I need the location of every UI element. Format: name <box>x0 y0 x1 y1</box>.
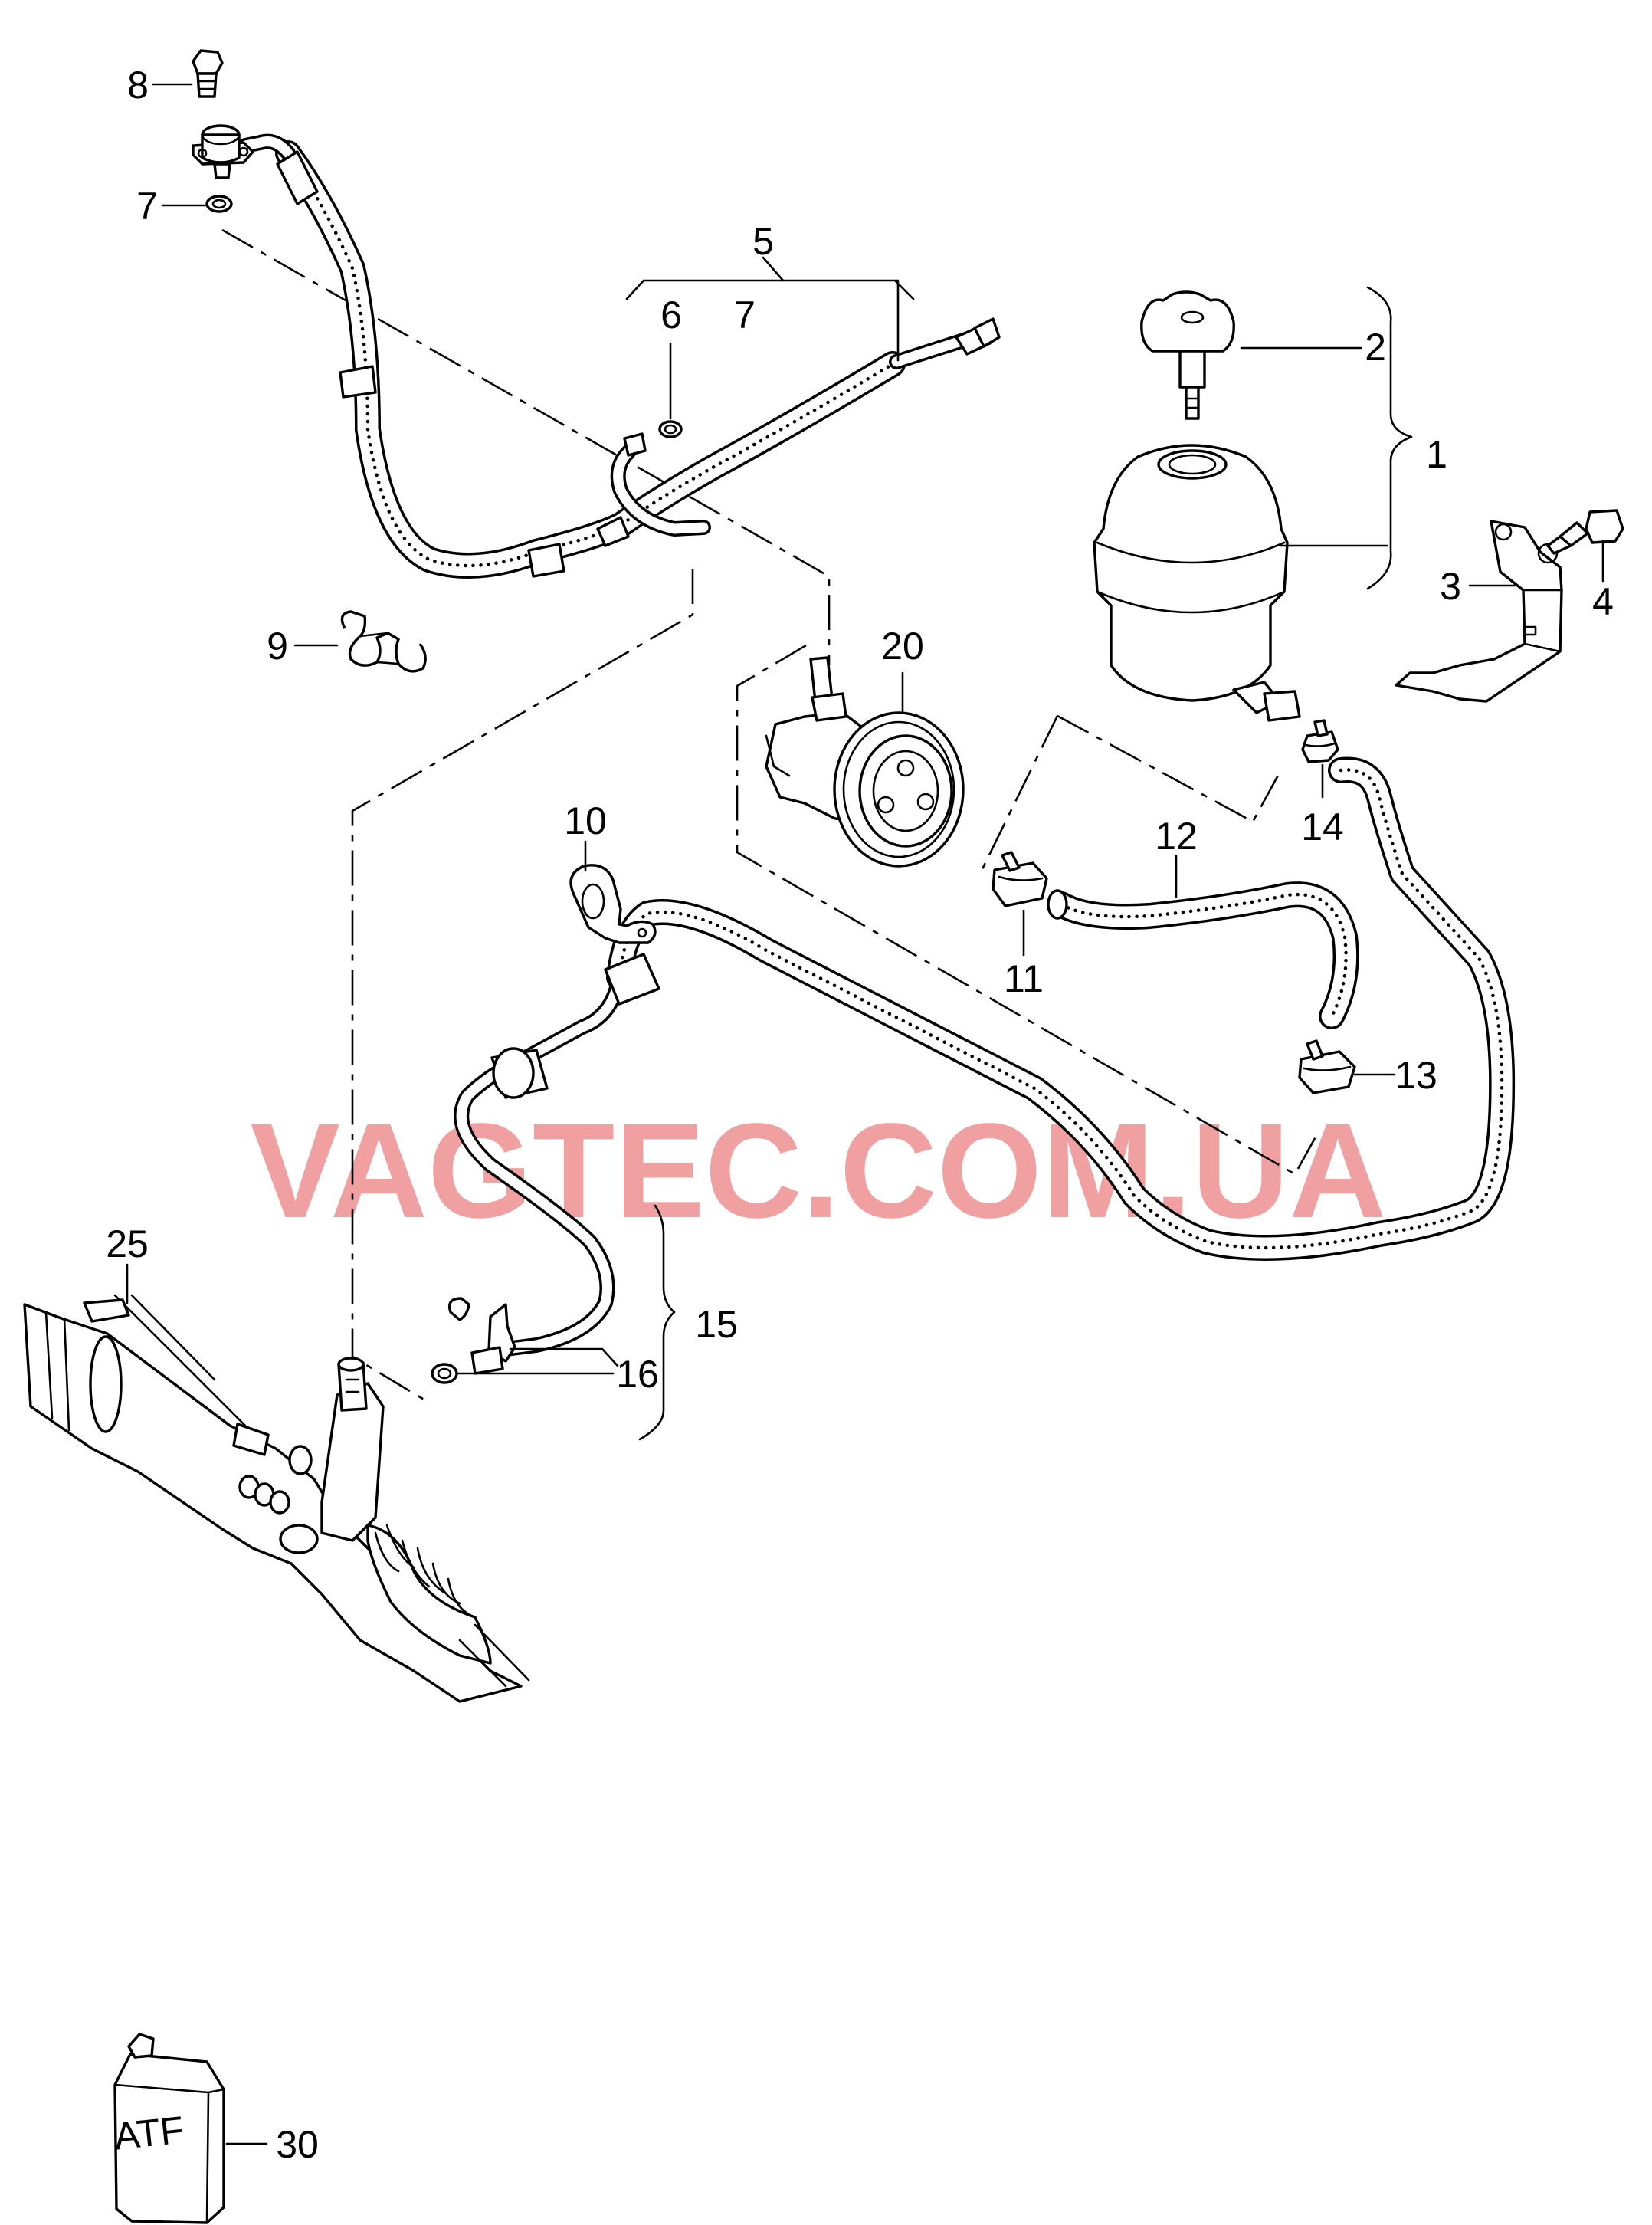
callout-13: 13 <box>1395 1054 1437 1097</box>
banjo-bolt <box>192 49 254 179</box>
seal-ring-16 <box>431 1363 458 1384</box>
pressure-hose <box>238 133 1001 579</box>
return-hose <box>606 756 1516 1261</box>
callout-9: 9 <box>267 625 288 668</box>
spring-clamp-13 <box>1298 1039 1356 1094</box>
banjo-bolt-icon <box>192 49 224 75</box>
callout-30: 30 <box>276 2123 319 2166</box>
leader-lines <box>126 83 1604 2145</box>
callout-2: 2 <box>1365 326 1386 369</box>
seal-ring-6 <box>658 420 683 438</box>
reservoir-icon <box>1093 444 1289 702</box>
bolt <box>1546 509 1624 555</box>
reservoir-cap <box>1140 290 1235 420</box>
callout-10: 10 <box>564 799 607 842</box>
callout-11: 11 <box>1004 957 1044 1000</box>
spring-clamp-11 <box>992 851 1048 907</box>
seal-ring-7 <box>205 195 233 213</box>
callout-16: 16 <box>616 1353 659 1396</box>
callout-7-top: 7 <box>734 294 756 336</box>
bracket <box>1395 520 1563 703</box>
callout-1: 1 <box>1426 433 1447 476</box>
spring-clamp-icon <box>992 861 1048 907</box>
callout-3: 3 <box>1440 565 1461 608</box>
group-brackets <box>625 256 1413 1441</box>
watermark: VAGTEC.COM.UA <box>251 1096 1387 1246</box>
callout-7-left: 7 <box>136 185 158 228</box>
container-label: ATF <box>112 2108 185 2158</box>
callout-14: 14 <box>1301 806 1344 848</box>
callout-15: 15 <box>695 1303 738 1346</box>
suction-hose <box>1047 881 1359 1029</box>
steering-rack <box>23 1294 530 1703</box>
callout-5: 5 <box>752 220 774 263</box>
callout-6: 6 <box>660 294 682 336</box>
callout-4: 4 <box>1592 580 1614 623</box>
callout-12: 12 <box>1155 815 1198 858</box>
assembly-lines <box>221 228 1319 1404</box>
return-line <box>447 953 660 1375</box>
power-steering-pump <box>765 656 965 868</box>
bracket-icon <box>1395 520 1563 703</box>
bolt-icon <box>1585 509 1624 544</box>
spring-clamp-14 <box>1301 719 1339 763</box>
fluid-container: ATF <box>112 2033 225 2224</box>
reservoir <box>1093 444 1301 722</box>
seal-ring-icon <box>205 195 233 213</box>
callout-25: 25 <box>106 1222 149 1265</box>
fluid-container-icon <box>113 2053 225 2224</box>
callout-8: 8 <box>127 64 149 107</box>
callout-20: 20 <box>881 625 924 668</box>
hose-clamp-10 <box>569 864 657 944</box>
callout-labels: 8 7 5 7 6 2 1 3 4 9 20 14 10 12 11 13 25… <box>106 64 1614 2166</box>
retaining-clip <box>340 610 427 673</box>
